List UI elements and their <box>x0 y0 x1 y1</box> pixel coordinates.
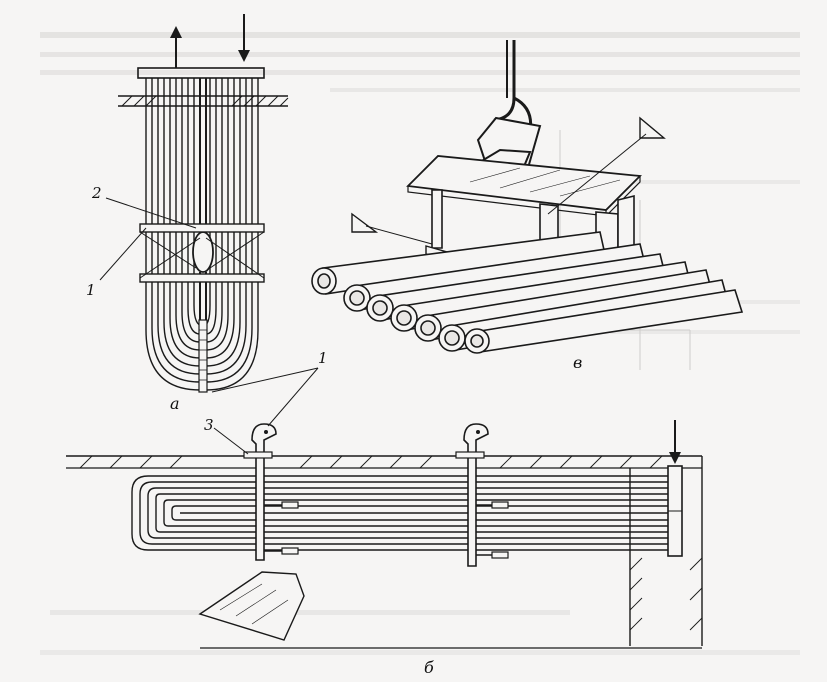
panel-v-lifting-frame: в <box>311 40 744 372</box>
callout-3: 3 <box>204 416 214 434</box>
ceiling-wall-b <box>66 455 703 649</box>
panel-label-v: в <box>573 353 582 372</box>
support-block <box>198 571 305 641</box>
hanger-right <box>455 423 509 567</box>
panel-label-b: б <box>424 658 434 677</box>
callout-1-left: 1 <box>86 281 96 299</box>
leader-1-top-b <box>211 367 319 393</box>
spacer-clamps <box>139 223 265 283</box>
callout-1-top: 1 <box>318 349 328 367</box>
panel-b-horizontal-coil: 1 3 б <box>66 349 703 677</box>
callout-2: 2 <box>91 184 102 202</box>
panel-label-a: а <box>170 394 180 413</box>
leader-1-top-a <box>267 367 319 427</box>
flow-arrow-up-icon <box>170 26 182 68</box>
leader-1-left <box>99 227 147 281</box>
flow-arrow-down-icon <box>238 14 250 62</box>
leader-2 <box>105 197 197 229</box>
pipe-row <box>311 231 744 354</box>
leader-3 <box>213 427 249 455</box>
horizontal-u-tube-bundle <box>131 475 668 551</box>
ceiling-wall-a <box>118 95 289 107</box>
flow-arrow-down-right-icon <box>669 420 681 464</box>
panel-a-vertical-coil: 2 1 а <box>86 14 289 413</box>
central-hanger-rod <box>192 78 214 393</box>
weld-symbol-icon <box>351 116 666 245</box>
hanger-left <box>243 423 299 561</box>
background-bleed-through <box>40 32 800 655</box>
